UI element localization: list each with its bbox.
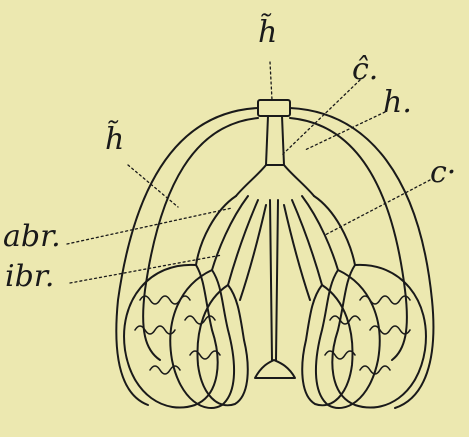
copula — [236, 116, 314, 378]
label-ibr: ibr. — [5, 262, 54, 292]
left-branchial-arches — [124, 196, 266, 408]
label-h-right: h. — [383, 88, 412, 118]
right-branchial-arches — [284, 196, 426, 408]
label-c-top: ĉ. — [352, 55, 378, 85]
hyoid-arch — [116, 100, 433, 408]
leader-lines — [67, 62, 430, 283]
label-h-left: h̃ — [105, 125, 124, 155]
label-c-right: c· — [430, 158, 456, 188]
label-abr: abr. — [3, 222, 61, 252]
label-h-top: h̃ — [258, 18, 277, 48]
basihyal-block — [258, 100, 290, 116]
